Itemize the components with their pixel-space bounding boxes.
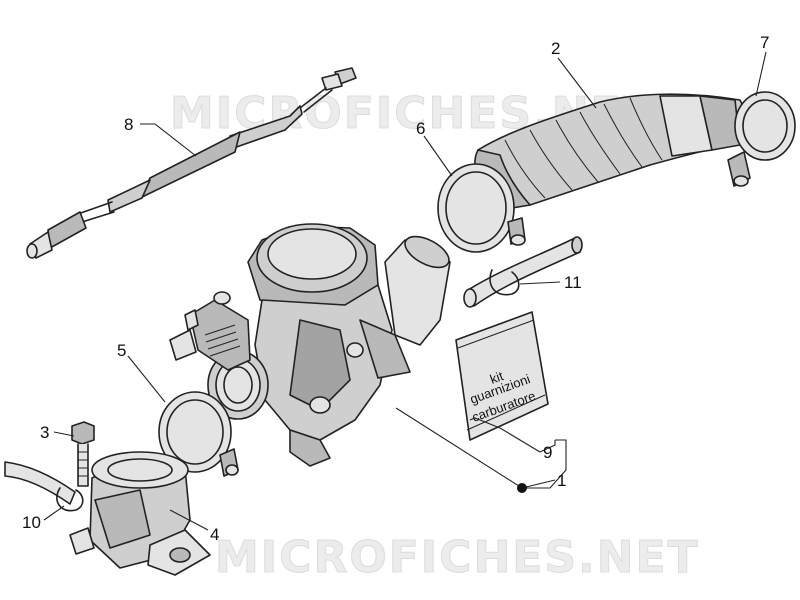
label-part-4: 4 bbox=[210, 525, 219, 544]
label-part-8: 8 bbox=[124, 115, 133, 134]
part-4-intake-manifold bbox=[69, 451, 211, 576]
kit-bag-line1: kit bbox=[488, 368, 506, 387]
label-part-10: 10 bbox=[22, 513, 41, 532]
label-part-1: 1 bbox=[557, 471, 566, 490]
label-part-3: 3 bbox=[40, 423, 49, 442]
leader-lines bbox=[43, 51, 767, 531]
part-6-hose-clamp bbox=[437, 163, 526, 253]
part-11-vent-hose bbox=[463, 236, 583, 308]
label-part-6: 6 bbox=[416, 119, 425, 138]
label-part-5: 5 bbox=[117, 341, 126, 360]
part-7-hose-clamp bbox=[727, 91, 796, 187]
label-part-7: 7 bbox=[760, 33, 769, 52]
part-10-fuel-hose bbox=[4, 461, 84, 512]
watermark-bottom: MICROFICHES.NET bbox=[215, 532, 700, 583]
reference-dot bbox=[517, 483, 527, 493]
part-1-carburettor bbox=[169, 223, 451, 467]
label-part-9: 9 bbox=[543, 443, 552, 462]
part-8-choke-cable bbox=[26, 67, 357, 259]
part-3-bolt bbox=[71, 421, 95, 487]
label-part-2: 2 bbox=[551, 39, 560, 58]
part-9-gasket-kit-bag: kit guarnizioni carburatore bbox=[455, 311, 549, 441]
label-part-11: 11 bbox=[564, 273, 582, 292]
part-5-hose-clamp bbox=[158, 391, 239, 477]
